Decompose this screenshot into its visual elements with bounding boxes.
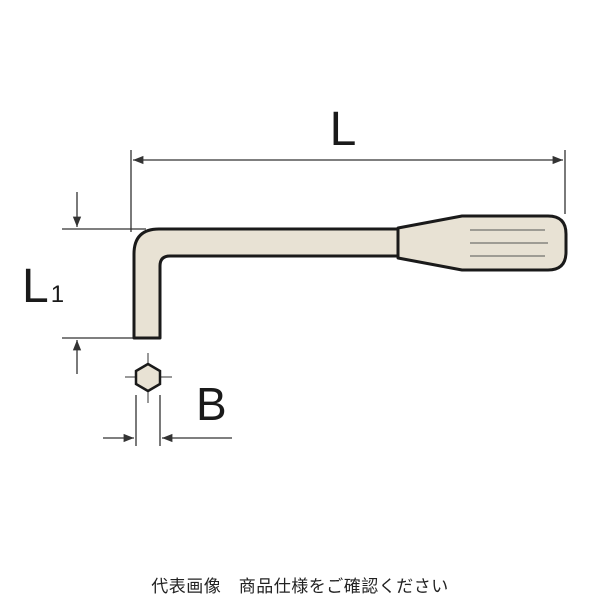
length-label: L [330,103,357,156]
hex-cross-section [134,362,162,393]
representative-image-notice: 代表画像 商品仕様をご確認ください [151,577,449,597]
short-length-label: L1 [22,260,64,313]
hex-size-label: B [196,378,227,430]
hex-key-bar [132,227,400,340]
short-length-label-main: L [22,260,49,313]
short-length-label-subscript: 1 [51,281,64,308]
